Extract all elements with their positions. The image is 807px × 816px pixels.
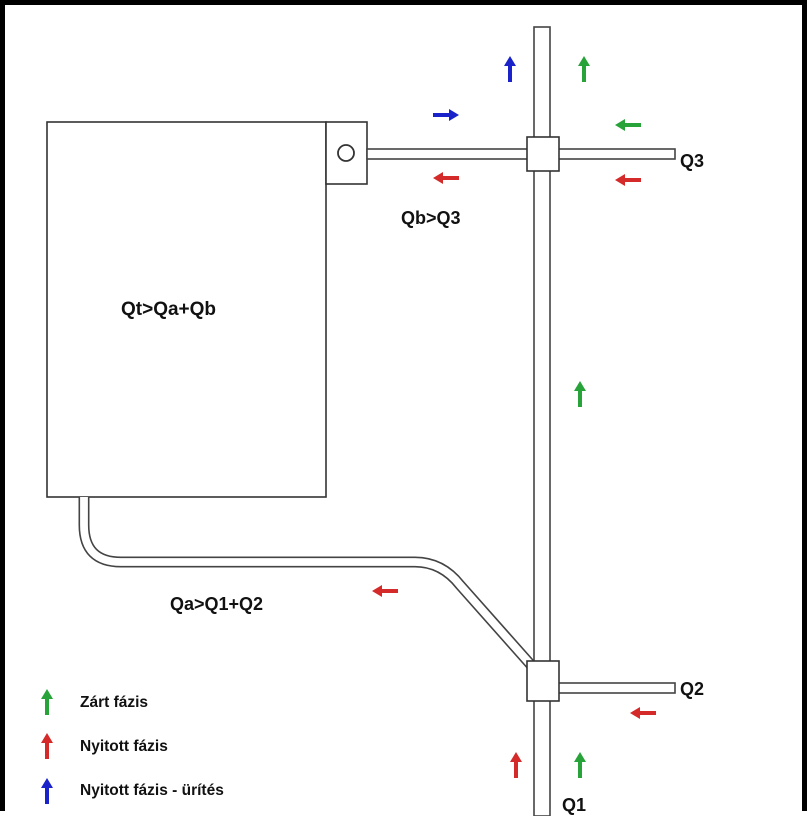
legend-drain-label: Nyitott fázis - ürítés xyxy=(80,782,224,799)
top-tee-fitting xyxy=(526,136,560,172)
top-branch-label: Qb>Q3 xyxy=(401,208,461,228)
flow-diagram: Qt>Qa+Qb Qb>Q3 Qa>Q1+Q2 Q3 Q2 Q1 Zárt fá… xyxy=(41,26,704,816)
top-branch-pipe xyxy=(366,148,676,160)
lower-branch-pipe-outline xyxy=(78,497,536,669)
open-arrow-left-q2-icon xyxy=(630,707,656,719)
legend-drain-arrow-icon xyxy=(41,778,53,804)
q1-label: Q1 xyxy=(562,795,586,815)
closed-arrow-up-mid-icon xyxy=(574,381,586,407)
open-arrow-left-top-icon xyxy=(433,172,459,184)
closed-arrow-left-icon xyxy=(615,119,641,131)
legend-closed-label: Zárt fázis xyxy=(80,694,148,711)
lower-branch-pipe xyxy=(80,497,534,668)
drain-arrow-right-icon xyxy=(433,109,459,121)
open-arrow-up-q1-icon xyxy=(510,752,522,778)
legend-open-label: Nyitott fázis xyxy=(80,738,168,755)
bottom-tee-fitting xyxy=(526,660,560,702)
legend-closed-arrow-icon xyxy=(41,689,53,715)
bottom-branch-label: Qa>Q1+Q2 xyxy=(170,594,263,614)
legend-open-arrow-icon xyxy=(41,733,53,759)
open-arrow-left-q3-icon xyxy=(615,174,641,186)
valve-icon xyxy=(337,144,355,162)
q2-branch-pipe xyxy=(549,682,676,694)
q3-label: Q3 xyxy=(680,151,704,171)
drain-arrow-up-icon xyxy=(504,56,516,82)
tank-label: Qt>Qa+Qb xyxy=(121,299,216,320)
open-arrow-left-lower-icon xyxy=(372,585,398,597)
riser-pipe xyxy=(533,26,551,816)
closed-arrow-up-top-icon xyxy=(578,56,590,82)
closed-arrow-up-q1-icon xyxy=(574,752,586,778)
legend: Zárt fázis Nyitott fázis Nyitott fázis -… xyxy=(41,689,224,804)
q2-label: Q2 xyxy=(680,679,704,699)
storage-tank xyxy=(46,121,327,498)
